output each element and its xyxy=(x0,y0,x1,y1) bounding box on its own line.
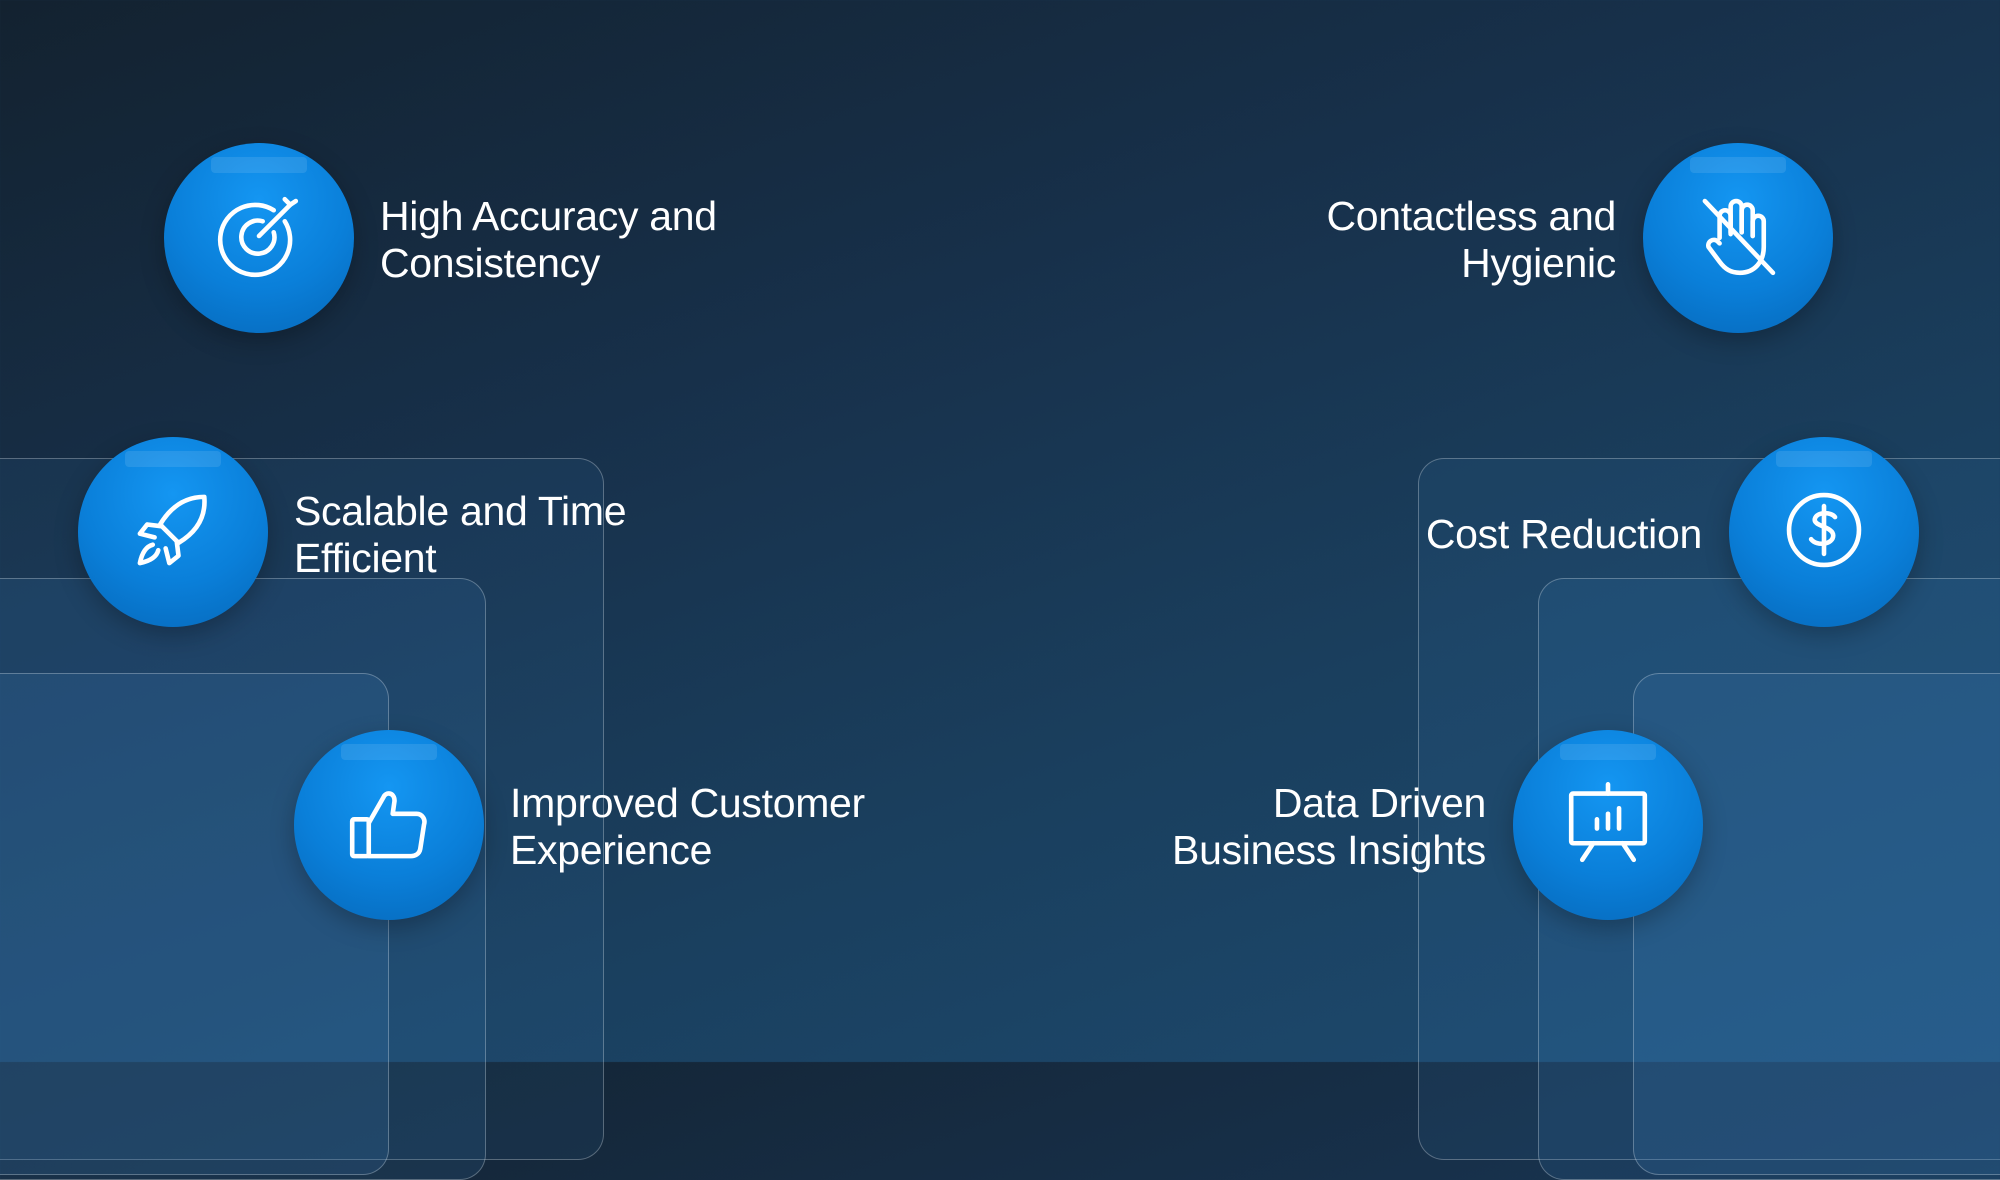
dollar-icon xyxy=(1778,484,1870,581)
feature-insights-badge[interactable] xyxy=(1513,730,1703,920)
target-icon xyxy=(213,190,305,287)
background-panel xyxy=(1633,673,2000,1175)
feature-customer-label: Improved Customer Experience xyxy=(510,780,865,873)
feature-accuracy-label: High Accuracy and Consistency xyxy=(380,193,717,286)
feature-cost-label: Cost Reduction xyxy=(1425,511,1702,557)
feature-contactless-badge[interactable] xyxy=(1643,143,1833,333)
feature-insights-label: Data Driven Business Insights xyxy=(1172,780,1486,873)
feature-contactless-label: Contactless and Hygienic xyxy=(1326,193,1616,286)
thumbs-up-icon xyxy=(343,777,435,874)
feature-scalable-badge[interactable] xyxy=(78,437,268,627)
presentation-chart-icon xyxy=(1562,777,1654,874)
no-touch-hand-icon xyxy=(1692,190,1784,287)
feature-accuracy-badge[interactable] xyxy=(164,143,354,333)
feature-scalable-label: Scalable and Time Efficient xyxy=(294,488,627,581)
feature-customer-badge[interactable] xyxy=(294,730,484,920)
feature-cost-badge[interactable] xyxy=(1729,437,1919,627)
rocket-icon xyxy=(127,484,219,581)
